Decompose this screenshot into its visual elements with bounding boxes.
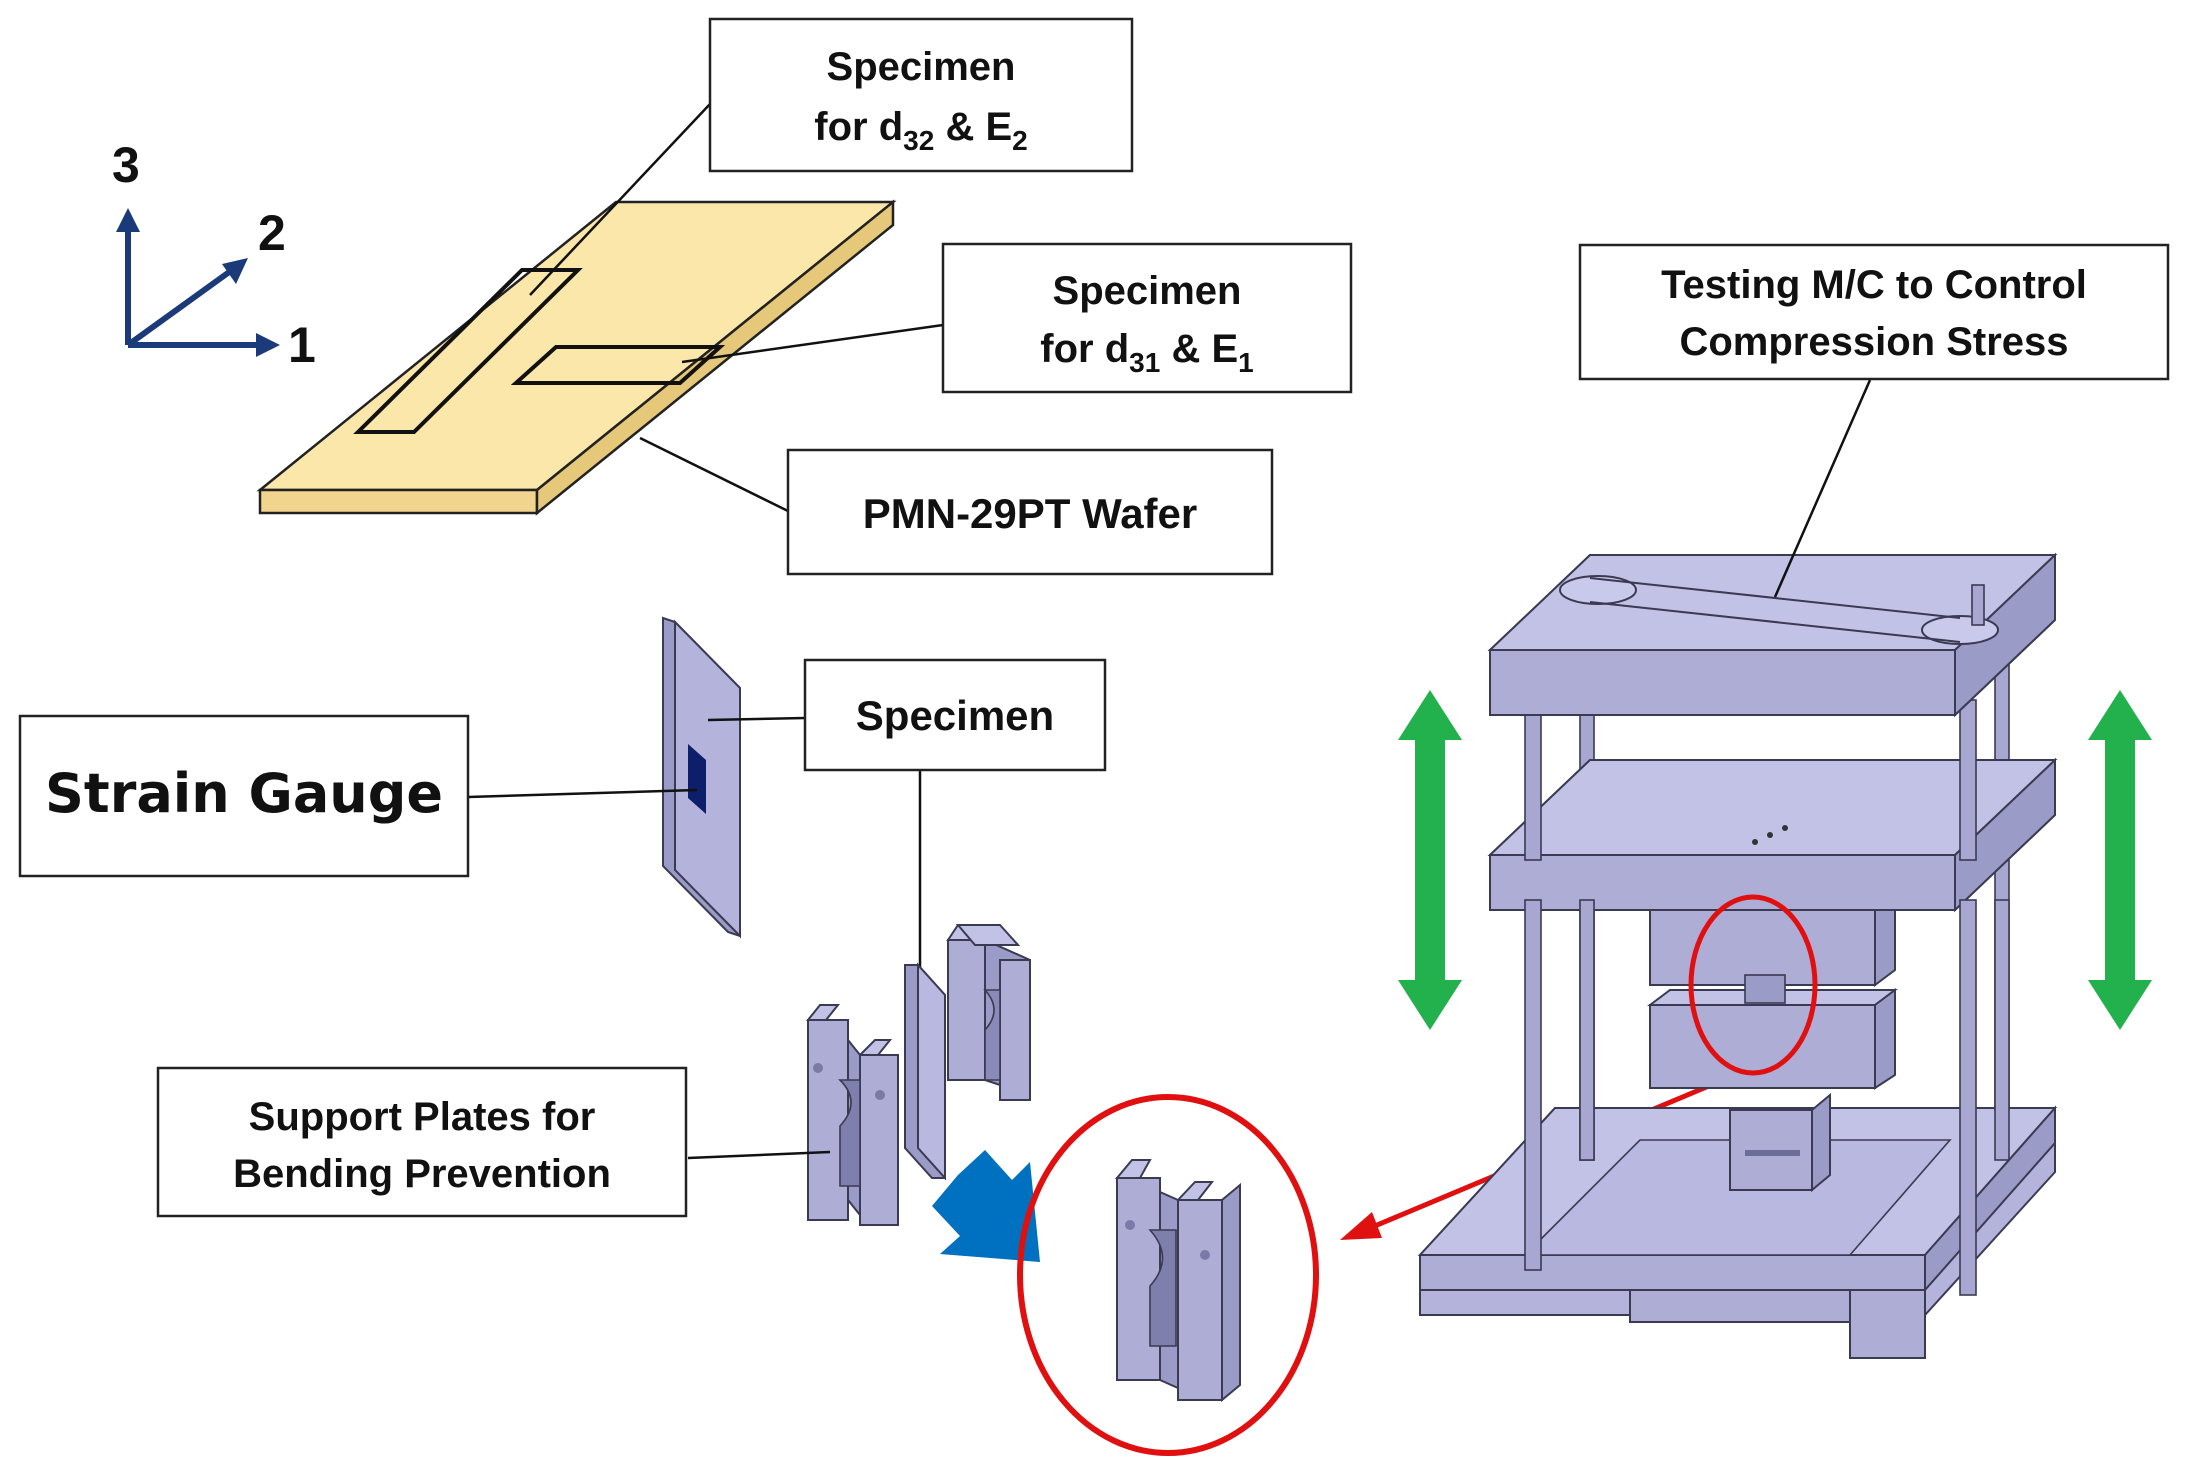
label-specimen-d32: Specimen for d32 & E2 [708,17,1134,173]
specimen-cut-d32 [353,268,583,434]
specimen-d32-line2: for d32 & E2 [814,105,1027,156]
specimen-label-text: Specimen [856,692,1054,739]
assembled-fixture [1017,1094,1319,1456]
specimen-d32-line1: Specimen [827,45,1016,89]
left-green-arrow [1398,690,1462,1030]
specimen-d31-line2: for d31 & E1 [1040,327,1253,378]
right-green-arrow [2088,690,2152,1030]
testing-machine-line1: Testing M/C to Control [1661,263,2087,307]
exploded-fixture [805,924,1031,1226]
machine-highlight-circle [1688,894,1818,1076]
wafer-label-text: PMN-29PT Wafer [863,490,1198,537]
assembly-arrow [932,1150,1040,1262]
axis-1-label: 1 [288,317,316,373]
label-support-plates: Support Plates for Bending Prevention [156,1066,688,1218]
specimen-d31-line1: Specimen [1053,269,1242,313]
label-testing-machine: Testing M/C to Control Compression Stres… [1578,243,2170,381]
strain-gauge-label-text: Strain Gauge [45,762,443,825]
label-specimen-d31: Specimen for d31 & E1 [941,242,1353,394]
axis-3-label: 3 [112,137,140,193]
label-specimen: Specimen [803,658,1107,772]
strain-gauge-patch [688,744,706,814]
testing-machine [1417,552,2058,1359]
assembled-highlight-circle [1017,1094,1319,1456]
label-strain-gauge: Strain Gauge [18,714,470,878]
coordinate-axes: 3 2 1 [112,137,316,373]
specimen-cut-d31 [510,345,726,385]
strain-gauge-specimen [662,616,741,939]
label-wafer: PMN-29PT Wafer [786,448,1274,576]
support-plates-line1: Support Plates for [249,1095,596,1139]
support-plates-line2: Bending Prevention [233,1152,611,1196]
axis-2-label: 2 [258,205,286,261]
testing-machine-line2: Compression Stress [1679,320,2068,364]
